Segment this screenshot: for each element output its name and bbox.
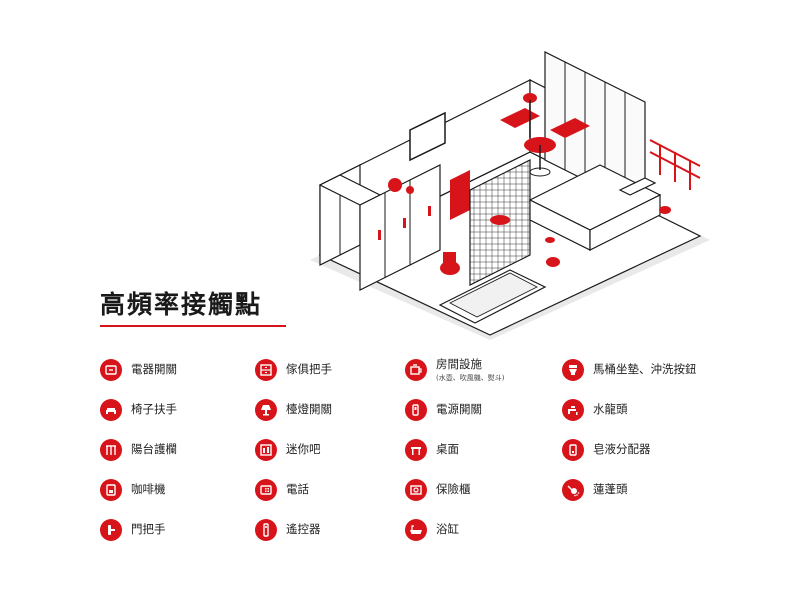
toilet-icon	[562, 359, 584, 381]
legend-label: 浴缸	[436, 522, 459, 536]
legend-item-drawer: 傢俱把手	[255, 359, 332, 381]
legend-item-remote: 遙控器	[255, 519, 321, 541]
drawer-icon	[255, 359, 277, 381]
title-underline	[100, 325, 286, 327]
legend-item-coffee-machine: 咖啡機	[100, 479, 166, 501]
soap-dispenser-icon	[562, 439, 584, 461]
lamp-icon	[255, 399, 277, 421]
coffee-machine-icon	[100, 479, 122, 501]
legend-item-table: 桌面	[405, 439, 459, 461]
legend-item-room-facilities: 房間設施 (水壺、吹風機、熨斗)	[405, 354, 504, 383]
legend-label: 遙控器	[286, 522, 321, 536]
legend-item-power-switch: 電源開關	[405, 399, 482, 421]
legend-item-safe: 保險櫃	[405, 479, 471, 501]
bedside-lamp-right	[659, 206, 671, 214]
wall-mirror	[409, 111, 446, 162]
legend-item-door-handle: 門把手	[100, 519, 166, 541]
legend-item-minibar: 迷你吧	[255, 439, 321, 461]
bedside-table-left	[546, 257, 560, 267]
power-switch-icon	[405, 399, 427, 421]
legend-label: 馬桶坐墊、沖洗按鈕	[593, 362, 697, 376]
armchair-right	[550, 118, 590, 138]
legend-item-armchair: 椅子扶手	[100, 399, 177, 421]
legend-label: 電話	[286, 482, 309, 496]
legend-label: 陽台護欄	[131, 442, 177, 456]
door-handle-icon	[100, 519, 122, 541]
legend-item-phone: 電話	[255, 479, 309, 501]
legend-label: 迷你吧	[286, 442, 321, 456]
safe-icon	[405, 479, 427, 501]
red-chair	[450, 170, 470, 220]
cabinet	[359, 164, 441, 291]
legend-label: 皂液分配器	[593, 442, 651, 456]
kettle-icon	[405, 359, 427, 381]
legend-label: 保險櫃	[436, 482, 471, 496]
legend-label: 椅子扶手	[131, 402, 177, 416]
legend-label: 檯燈開關	[286, 402, 332, 416]
remote-icon	[255, 519, 277, 541]
minibar-icon	[255, 439, 277, 461]
legend-item-railing: 陽台護欄	[100, 439, 177, 461]
legend-item-soap-dispenser: 皂液分配器	[562, 439, 651, 461]
legend-label: 電器開關	[131, 362, 177, 376]
legend-label: 電源開關	[436, 402, 482, 416]
railing-icon	[100, 439, 122, 461]
floor-lamp	[523, 93, 537, 103]
page-title: 高頻率接觸點	[100, 290, 263, 319]
legend-item-switch: 電器開關	[100, 359, 177, 381]
legend-label: 傢俱把手	[286, 362, 332, 376]
armchair-icon	[100, 399, 122, 421]
legend-label: 房間設施	[436, 357, 482, 371]
hotel-room-illustration	[310, 51, 710, 340]
legend-item-faucet: 水龍頭	[562, 399, 628, 421]
legend-item-bathtub: 浴缸	[405, 519, 459, 541]
table-icon	[405, 439, 427, 461]
switch-icon	[100, 359, 122, 381]
legend-item-lamp: 檯燈開關	[255, 399, 332, 421]
legend-label: 蓮蓬頭	[593, 482, 628, 496]
kettle-mark	[388, 178, 402, 192]
bathtub-icon	[405, 519, 427, 541]
legend-item-toilet: 馬桶坐墊、沖洗按鈕	[562, 359, 697, 381]
legend-label: 桌面	[436, 442, 459, 456]
sink-mark	[490, 215, 510, 225]
balcony-railing-mark	[649, 139, 701, 190]
legend-label: 門把手	[131, 522, 166, 536]
legend-label: 咖啡機	[131, 482, 166, 496]
faucet-icon	[562, 399, 584, 421]
legend-sublabel: (水壺、吹風機、熨斗)	[436, 374, 505, 382]
phone-icon	[255, 479, 277, 501]
legend-label: 水龍頭	[593, 402, 628, 416]
shower-head-icon	[562, 479, 584, 501]
legend-item-shower-head: 蓮蓬頭	[562, 479, 628, 501]
